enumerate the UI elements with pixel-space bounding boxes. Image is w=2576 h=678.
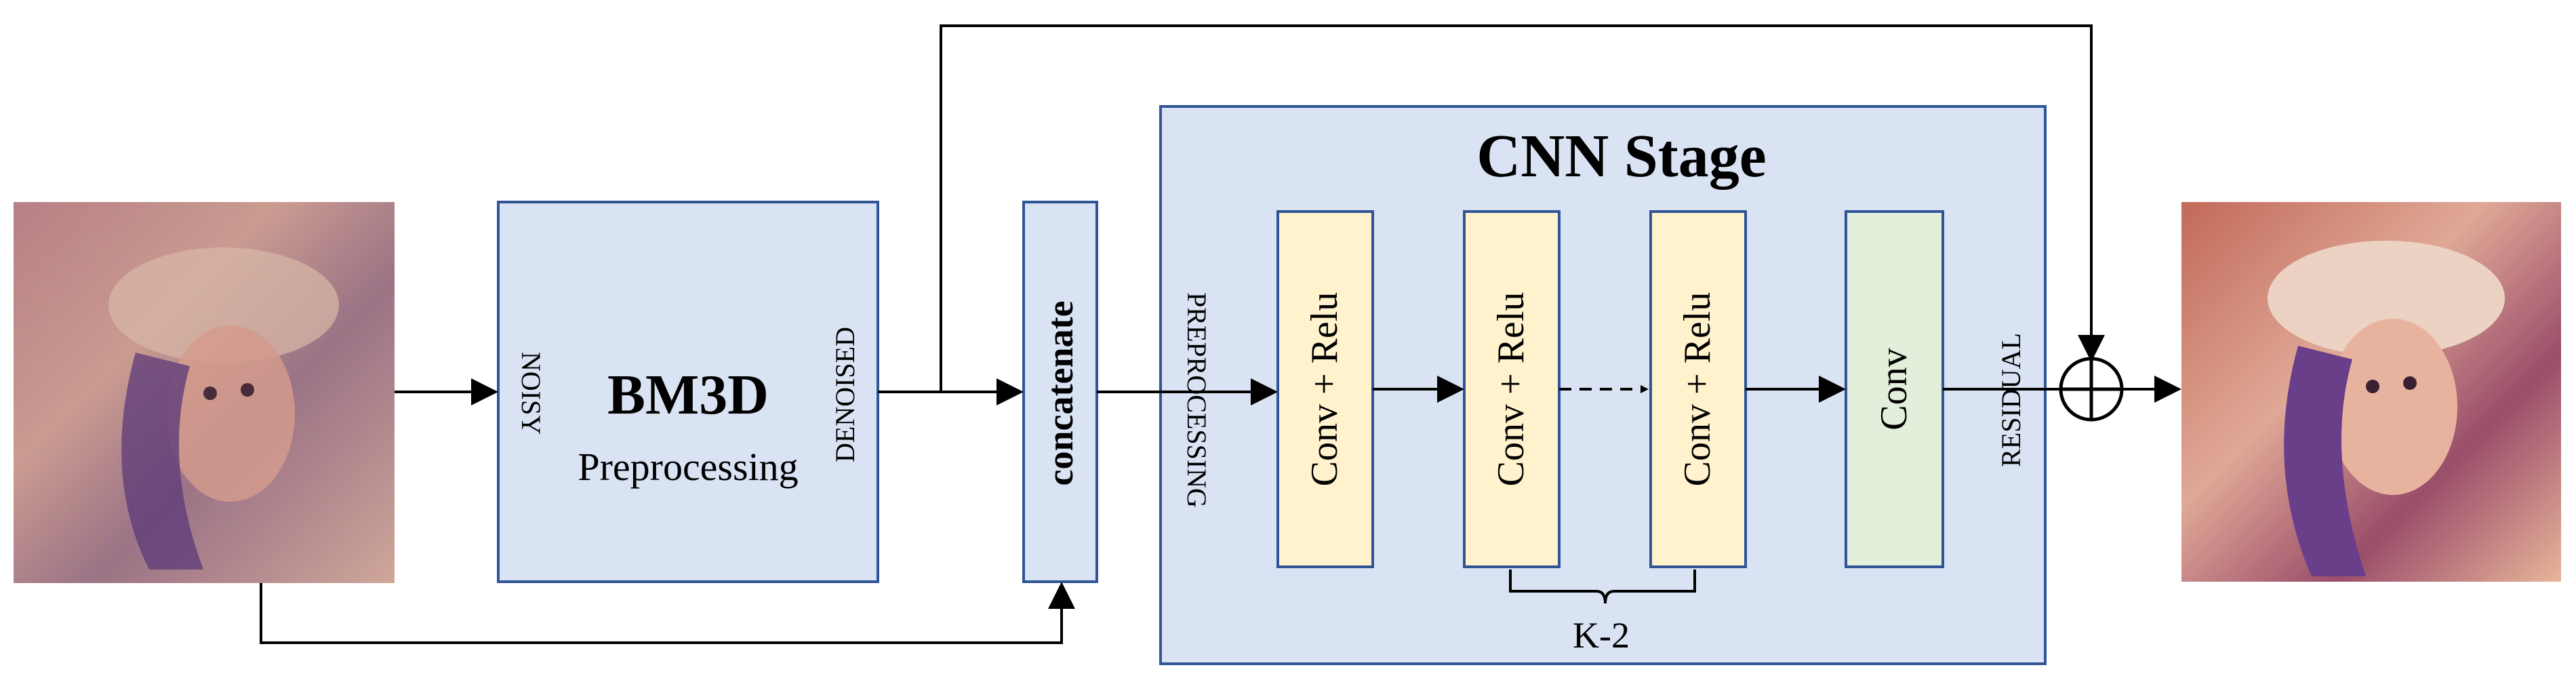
conv-block-final xyxy=(1845,210,1944,568)
cnn-stage-title: CNN Stage xyxy=(1476,123,1766,190)
k-brace-label: K-2 xyxy=(1573,615,1630,656)
bm3d-box xyxy=(497,201,879,583)
arrow-input-to-concat xyxy=(260,582,1075,644)
concatenate-label: concatenate xyxy=(1040,301,1081,486)
conv-relu-block-3 xyxy=(1649,210,1747,568)
output-image xyxy=(2181,202,2561,582)
conv-block-label: Conv xyxy=(1873,348,1915,430)
conv-relu-block-1 xyxy=(1276,210,1374,568)
conv-block-label: Conv + Relu xyxy=(1304,292,1346,487)
conv-block-label: Conv + Relu xyxy=(1676,292,1718,487)
denoised-label: DENOISED xyxy=(830,327,860,462)
sum-node xyxy=(2059,357,2124,422)
bm3d-title: BM3D xyxy=(607,363,769,426)
conv-block-label: Conv + Relu xyxy=(1490,292,1532,487)
preprocessing-label: PREPROCESSING xyxy=(1182,292,1212,508)
k-brace xyxy=(1509,570,1696,604)
bm3d-subtitle: Preprocessing xyxy=(578,445,798,489)
noisy-label: NOISY xyxy=(516,352,546,435)
connections xyxy=(260,24,2181,644)
input-image xyxy=(14,202,395,583)
conv-relu-block-2 xyxy=(1463,210,1561,568)
arrow-skip-to-sum xyxy=(940,24,2105,392)
residual-label: RESIDUAL xyxy=(1996,333,2026,467)
